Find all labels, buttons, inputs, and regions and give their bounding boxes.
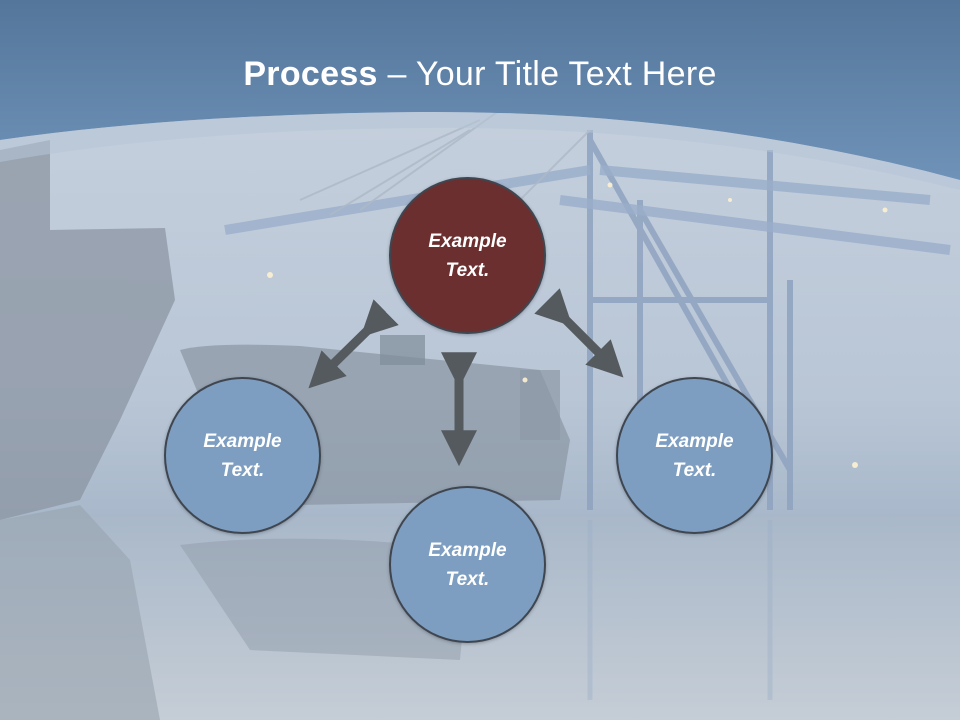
node-center-top[interactable]: Example Text.	[389, 177, 546, 334]
arrow-top-right	[534, 288, 624, 378]
node-right[interactable]: Example Text.	[616, 377, 773, 534]
title-rest: – Your Title Text Here	[377, 55, 717, 93]
node-bottom[interactable]: Example Text.	[389, 486, 546, 643]
node-right-label: Example Text.	[655, 430, 734, 481]
node-center-top-label: Example Text.	[428, 230, 507, 281]
title-bold: Process	[243, 55, 378, 93]
node-bottom-label: Example Text.	[428, 539, 507, 590]
slide-title: Process – Your Title Text Here	[0, 52, 960, 96]
node-left[interactable]: Example Text.	[164, 377, 321, 534]
node-left-label: Example Text.	[203, 430, 282, 481]
arrow-top-left	[308, 299, 399, 389]
